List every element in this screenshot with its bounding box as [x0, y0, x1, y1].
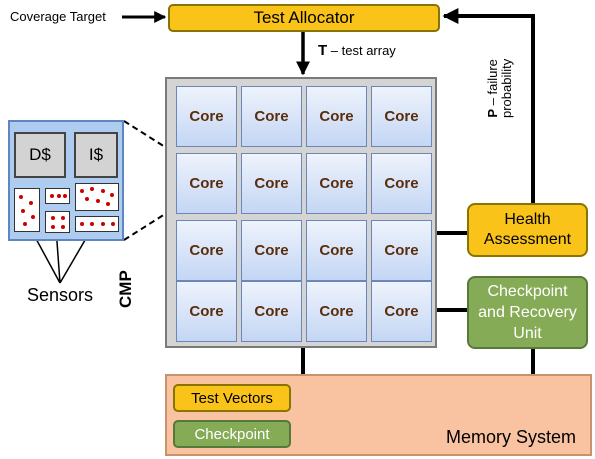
checkpoint-block: Checkpoint [173, 420, 291, 448]
dcache-label: D$ [29, 145, 51, 164]
core: Core [371, 220, 432, 281]
health-line2: Assessment [483, 231, 572, 248]
health-assessment-block: Health Assessment [467, 203, 588, 257]
failure-probability-line1: – failure [485, 59, 500, 109]
failure-probability-symbol: P [485, 108, 500, 118]
checkpoint-unit-line2: and Recovery [478, 304, 577, 321]
core: Core [241, 153, 302, 214]
test-vectors-block: Test Vectors [173, 384, 291, 412]
icache-label: I$ [88, 145, 104, 164]
cmp-label: CMP [116, 270, 135, 308]
icache-block: I$ [74, 132, 118, 178]
sensor-block [75, 216, 119, 232]
sensor-block [75, 183, 119, 211]
core: Core [306, 153, 367, 214]
dcache-block: D$ [14, 132, 66, 178]
memory-system-label: Memory System [446, 427, 577, 447]
core: Core [176, 86, 237, 147]
checkpoint-unit-line3: Unit [513, 325, 542, 342]
checkpoint-label: Checkpoint [194, 425, 270, 443]
failure-probability-label: P – failure probability [485, 58, 514, 118]
core: Core [371, 153, 432, 214]
core-zoom-detail: D$ I$ [8, 120, 124, 241]
checkpoint-unit-line1: Checkpoint [487, 283, 568, 300]
test-allocator-block: Test Allocator [168, 4, 440, 32]
test-allocator-label: Test Allocator [253, 8, 355, 27]
core: Core [306, 281, 367, 342]
test-array-text: – test array [327, 43, 396, 58]
checkpoint-recovery-unit: Checkpoint and Recovery Unit [467, 276, 588, 349]
cmp-grid: Core Core Core Core Core Core Core Core … [165, 77, 437, 348]
sensor-block [14, 188, 40, 232]
core: Core [371, 86, 432, 147]
core: Core [176, 153, 237, 214]
core: Core [371, 281, 432, 342]
sensor-block [45, 188, 70, 204]
core: Core [306, 220, 367, 281]
core: Core [241, 281, 302, 342]
failure-probability-line2: probability [499, 58, 514, 118]
core: Core [176, 220, 237, 281]
sensor-block [45, 211, 70, 233]
core: Core [241, 220, 302, 281]
test-vectors-label: Test Vectors [191, 389, 273, 407]
health-line1: Health [504, 211, 551, 228]
core: Core [176, 281, 237, 342]
failure-probability-arrow [442, 8, 535, 203]
core: Core [241, 86, 302, 147]
test-array-symbol: T [318, 42, 328, 59]
core: Core [306, 86, 367, 147]
coverage-target-label: Coverage Target [10, 9, 106, 24]
sensors-label: Sensors [27, 285, 94, 305]
test-array-label: T – test array [318, 42, 396, 59]
